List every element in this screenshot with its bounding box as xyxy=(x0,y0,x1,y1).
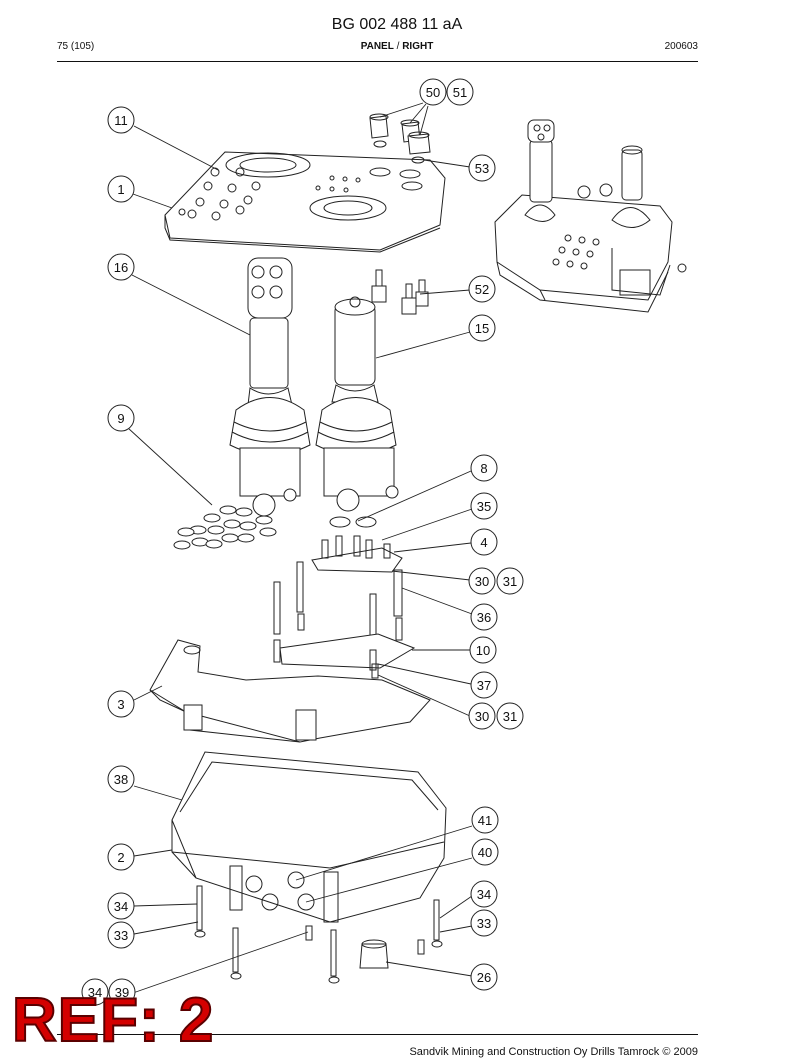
svg-text:35: 35 xyxy=(477,499,491,514)
section-separator: / xyxy=(393,41,403,52)
svg-text:3: 3 xyxy=(117,697,124,712)
section-title-right: RIGHT xyxy=(402,41,434,52)
callout-50: 50 xyxy=(419,78,447,106)
ref-stamp: REF: 2 xyxy=(11,985,215,1056)
callout-2: 2 xyxy=(107,843,135,871)
bottom-housing xyxy=(171,751,447,923)
callout-10: 10 xyxy=(469,636,497,664)
button-caps xyxy=(173,505,277,550)
svg-text:2: 2 xyxy=(117,850,124,865)
callout-40: 40 xyxy=(471,838,499,866)
callout-34: 34 xyxy=(107,892,135,920)
callout-38: 38 xyxy=(107,765,135,793)
callout-37: 37 xyxy=(470,671,498,699)
callout-26: 26 xyxy=(470,963,498,991)
screws xyxy=(194,885,443,984)
callout-8: 8 xyxy=(470,454,498,482)
svg-text:37: 37 xyxy=(477,678,491,693)
svg-text:8: 8 xyxy=(480,461,487,476)
footer-copyright: Sandvik Mining and Construction Oy Drill… xyxy=(409,1046,698,1058)
circuit-board-upper xyxy=(273,535,403,641)
callout-33: 33 xyxy=(470,909,498,937)
svg-text:26: 26 xyxy=(477,970,491,985)
knobs xyxy=(369,113,431,164)
svg-text:16: 16 xyxy=(114,260,128,275)
panel-top-plate xyxy=(164,151,446,253)
svg-text:33: 33 xyxy=(114,928,128,943)
callout-31: 31 xyxy=(496,567,524,595)
callout-31: 31 xyxy=(496,702,524,730)
callout-35: 35 xyxy=(470,492,498,520)
callout-51: 51 xyxy=(446,78,474,106)
svg-text:50: 50 xyxy=(426,85,440,100)
svg-text:34: 34 xyxy=(88,985,102,1000)
svg-text:11: 11 xyxy=(114,113,128,128)
assembled-panel-view xyxy=(494,119,687,313)
svg-text:39: 39 xyxy=(115,985,129,1000)
svg-text:10: 10 xyxy=(476,643,490,658)
callout-34: 34 xyxy=(470,880,498,908)
svg-text:33: 33 xyxy=(477,916,491,931)
mounting-frame xyxy=(149,639,431,743)
svg-text:34: 34 xyxy=(114,899,128,914)
svg-text:15: 15 xyxy=(475,321,489,336)
header-rule xyxy=(57,61,698,62)
svg-text:41: 41 xyxy=(478,813,492,828)
svg-text:40: 40 xyxy=(478,845,492,860)
joystick-right xyxy=(315,296,399,512)
callout-41: 41 xyxy=(471,806,499,834)
nut xyxy=(329,516,351,528)
callout-3: 3 xyxy=(107,690,135,718)
svg-text:1: 1 xyxy=(117,182,124,197)
nut xyxy=(355,516,377,528)
footer-rule xyxy=(57,1034,698,1035)
callout-34: 34 xyxy=(81,978,109,1006)
callout-36: 36 xyxy=(470,603,498,631)
section-title: PANEL / RIGHT xyxy=(0,41,794,52)
callout-33: 33 xyxy=(107,921,135,949)
callout-30: 30 xyxy=(468,702,496,730)
svg-text:38: 38 xyxy=(114,772,128,787)
svg-text:51: 51 xyxy=(453,85,467,100)
callout-39: 39 xyxy=(108,978,136,1006)
leader-lines xyxy=(127,102,473,995)
section-title-panel: PANEL xyxy=(360,41,394,52)
callout-53: 53 xyxy=(468,154,496,182)
toggle-switches xyxy=(371,269,429,315)
circuit-board-lower xyxy=(273,633,416,679)
svg-text:31: 31 xyxy=(503,574,517,589)
callout-4: 4 xyxy=(470,528,498,556)
joystick-left xyxy=(229,257,311,517)
svg-text:31: 31 xyxy=(503,709,517,724)
callout-1: 1 xyxy=(107,175,135,203)
callout-52: 52 xyxy=(468,275,496,303)
svg-text:34: 34 xyxy=(477,887,491,902)
callout-9: 9 xyxy=(107,404,135,432)
callouts: 50 51 11 53 1 16 52 15 9 8 35 4 30 31 36… xyxy=(81,78,524,1006)
document-date: 200603 xyxy=(664,41,698,52)
callout-30: 30 xyxy=(468,567,496,595)
page-number: 75 (105) xyxy=(57,41,95,52)
callout-11: 11 xyxy=(107,106,135,134)
svg-text:30: 30 xyxy=(475,709,489,724)
callout-16: 16 xyxy=(107,253,135,281)
callout-15: 15 xyxy=(468,314,496,342)
svg-text:9: 9 xyxy=(117,411,124,426)
svg-text:36: 36 xyxy=(477,610,491,625)
document-number: BG 002 488 11 aA xyxy=(331,16,463,33)
svg-text:30: 30 xyxy=(475,574,489,589)
svg-text:4: 4 xyxy=(480,535,487,550)
svg-text:53: 53 xyxy=(475,161,489,176)
svg-text:52: 52 xyxy=(475,282,489,297)
